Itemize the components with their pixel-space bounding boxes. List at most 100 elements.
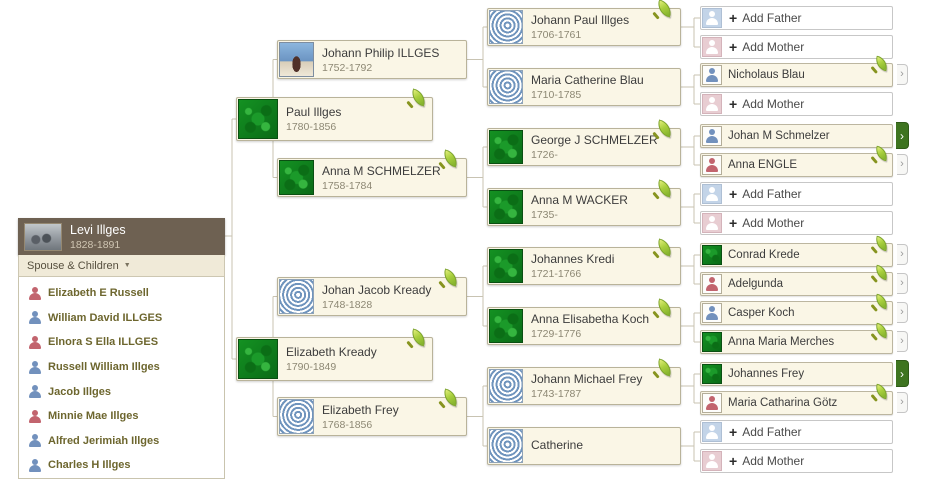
ancestor-name: Johann Paul Illges (531, 13, 630, 27)
profile-image[interactable] (489, 10, 523, 44)
female-person-icon (702, 393, 722, 413)
ancestor-row[interactable]: Johannes Frey (700, 362, 893, 386)
ancestor-card[interactable]: Anna M WACKER 1735- (487, 179, 681, 226)
ancestor-name: Anna Maria Merches (728, 336, 835, 348)
profile-image[interactable] (489, 70, 523, 104)
ancestor-card[interactable]: Maria Catherine Blau 1710-1785 (487, 68, 681, 106)
add-label: Add Mother (742, 97, 805, 111)
family-member-name: Elizabeth E Russell (48, 287, 149, 300)
expand-branch-button[interactable]: › (897, 244, 908, 265)
ancestor-text: Johannes Kredi 1721-1766 (524, 252, 614, 280)
add-label: Add Mother (742, 454, 805, 468)
female-person-icon (702, 155, 722, 175)
profile-image[interactable] (238, 339, 278, 379)
profile-image[interactable] (489, 429, 523, 463)
ancestor-row[interactable]: Maria Catharina Götz (700, 383, 893, 415)
ancestor-row[interactable]: Johan M Schmelzer (700, 124, 893, 148)
ancestor-text: Johan Jacob Kready 1748-1828 (315, 283, 431, 311)
add-mother-button[interactable]: + Add Mother (700, 35, 893, 59)
ancestor-card[interactable]: Catherine (487, 427, 681, 465)
ancestor-card[interactable]: Johann Philip ILLGES 1752-1792 (277, 40, 467, 79)
family-member-item[interactable]: Russell William Illges (19, 355, 224, 380)
ancestor-dates: 1726- (531, 149, 558, 161)
expand-branch-button[interactable]: › (897, 392, 908, 413)
expand-branch-button[interactable]: › (897, 273, 908, 294)
ancestor-card[interactable]: Paul Illges 1780-1856 (236, 88, 433, 141)
focus-person-photo[interactable] (24, 222, 62, 251)
family-member-item[interactable]: Charles H Illges (19, 453, 224, 478)
add-father-silhouette-icon (702, 422, 722, 442)
ancestor-row[interactable]: Anna Maria Merches (700, 322, 893, 354)
ancestor-name: Maria Catharina Götz (728, 397, 838, 409)
ancestor-card[interactable]: Elizabeth Kready 1790-1849 (236, 328, 433, 381)
ancestor-text: George J SCHMELZER 1726- (524, 133, 658, 161)
female-person-icon (29, 336, 41, 349)
family-member-name: Elnora S Ella ILLGES (48, 336, 159, 349)
ancestor-dates: 1729-1776 (531, 328, 582, 340)
add-father-button[interactable]: + Add Father (700, 6, 893, 30)
add-father-button[interactable]: + Add Father (700, 420, 893, 444)
profile-image[interactable] (489, 249, 523, 283)
add-father-button[interactable]: + Add Father (700, 182, 893, 206)
profile-image[interactable] (279, 399, 314, 434)
add-label: Add Father (742, 11, 802, 25)
family-member-name: Jacob Illges (48, 385, 111, 398)
add-mother-button[interactable]: + Add Mother (700, 449, 893, 473)
female-person-icon (29, 410, 41, 423)
male-person-icon (29, 361, 41, 374)
chevron-right-icon: › (900, 68, 904, 80)
profile-image[interactable] (489, 309, 523, 343)
add-mother-button[interactable]: + Add Mother (700, 211, 893, 235)
expand-branch-button[interactable]: › (897, 302, 908, 323)
family-member-name: Alfred Jerimiah Illges (48, 434, 160, 447)
ancestor-name: Anna Elisabetha Koch (531, 312, 650, 326)
male-person-icon (29, 434, 41, 448)
ancestor-name: Maria Catherine Blau (531, 73, 644, 87)
add-mother-silhouette-icon (702, 451, 722, 471)
ancestor-card[interactable]: George J SCHMELZER 1726- (487, 119, 681, 166)
expand-branch-button[interactable]: › (897, 64, 908, 85)
family-member-item[interactable]: William David ILLGES (19, 306, 224, 331)
family-member-item[interactable]: Alfred Jerimiah Illges (19, 429, 224, 454)
expand-branch-button[interactable]: › (897, 154, 908, 175)
ancestor-row[interactable]: Casper Koch (700, 293, 893, 325)
expand-branch-button[interactable]: › (897, 331, 908, 352)
add-label: Add Father (742, 425, 802, 439)
family-member-item[interactable]: Jacob Illges (19, 379, 224, 404)
profile-image (702, 332, 722, 352)
male-person-icon (29, 311, 41, 325)
profile-image[interactable] (238, 99, 278, 139)
expand-branch-button[interactable]: › (896, 122, 909, 149)
ancestor-name: Johannes Kredi (531, 252, 615, 266)
ancestor-card[interactable]: Anna M SCHMELZER 1758-1784 (277, 149, 467, 197)
ancestor-card[interactable]: Johann Michael Frey 1743-1787 (487, 358, 681, 405)
family-member-item[interactable]: Elizabeth E Russell (19, 281, 224, 306)
ancestor-row[interactable]: Anna ENGLE (700, 145, 893, 177)
profile-image[interactable] (489, 130, 523, 164)
ancestor-row[interactable]: Nicholaus Blau (700, 55, 893, 87)
ancestor-row[interactable]: Conrad Krede (700, 235, 893, 267)
ancestor-card[interactable]: Johann Paul Illges 1706-1761 (487, 0, 681, 46)
ancestor-name: Nicholaus Blau (728, 69, 805, 81)
family-member-item[interactable]: Elnora S Ella ILLGES (19, 330, 224, 355)
ancestor-card[interactable]: Johannes Kredi 1721-1766 (487, 238, 681, 285)
ancestor-card[interactable]: Johan Jacob Kready 1748-1828 (277, 268, 467, 316)
family-member-item[interactable]: Minnie Mae Illges (19, 404, 224, 429)
focus-person-card[interactable]: Levi Illges 1828-1891 (18, 218, 225, 255)
profile-image[interactable] (489, 190, 523, 224)
ancestor-card[interactable]: Elizabeth Frey 1768-1856 (277, 388, 467, 436)
profile-image[interactable] (279, 42, 314, 77)
ancestor-text: Catherine (524, 438, 583, 454)
ancestor-card[interactable]: Anna Elisabetha Koch 1729-1776 (487, 298, 681, 345)
ancestor-dates: 1780-1856 (286, 121, 337, 133)
ancestor-row[interactable]: Adelgunda (700, 264, 893, 296)
profile-image (702, 245, 722, 265)
ancestor-name: Johan M Schmelzer (728, 130, 830, 142)
spouse-children-toggle[interactable]: Spouse & Children ▼ (18, 255, 225, 277)
profile-image[interactable] (279, 279, 314, 314)
expand-branch-button[interactable]: › (896, 360, 909, 387)
profile-image[interactable] (489, 369, 523, 403)
ancestor-name: Anna ENGLE (728, 159, 798, 171)
profile-image[interactable] (279, 160, 314, 195)
add-mother-button[interactable]: + Add Mother (700, 92, 893, 116)
